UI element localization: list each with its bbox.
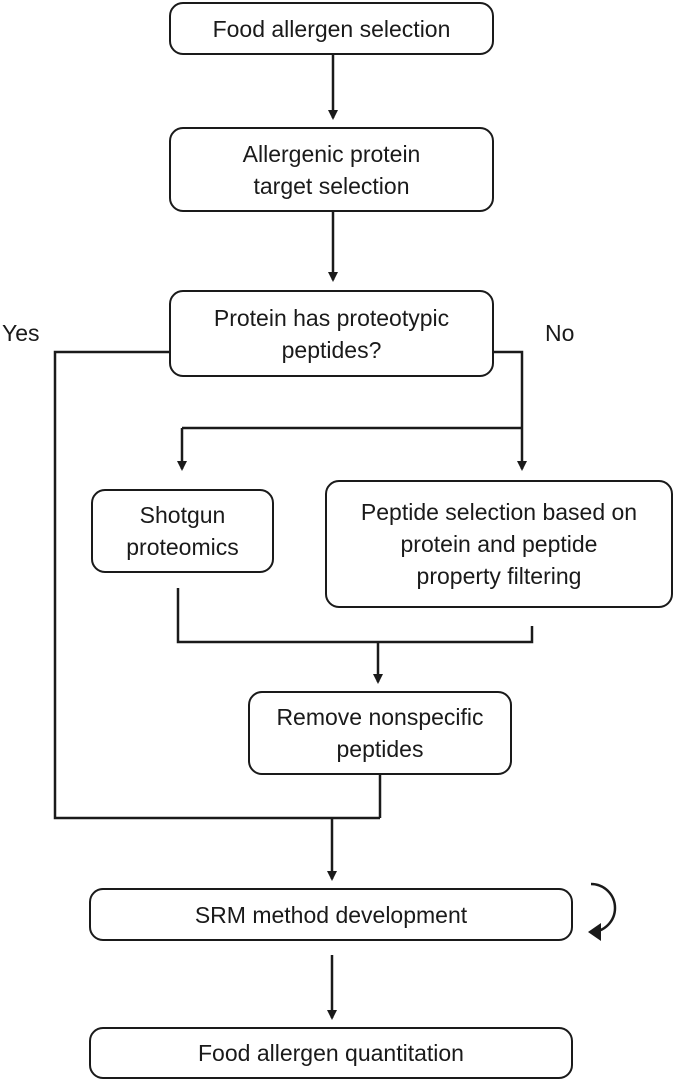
food-allergen-quantitation-box: Food allergen quantitation [89, 1027, 573, 1079]
shotgun-proteomics-box: Shotgun proteomics [91, 489, 274, 573]
iteration-loop-arrowhead [588, 923, 601, 941]
proteotypic-peptides-decision-box: Protein has proteotypic peptides? [169, 290, 494, 377]
no-branch-line [494, 350, 524, 428]
iteration-loop-arrow [590, 882, 617, 934]
srm-method-development-box: SRM method development [89, 888, 573, 941]
remove-nonspecific-peptides-box: Remove nonspecific peptides [248, 691, 512, 775]
no-label: No [545, 320, 575, 346]
yes-label: Yes [2, 320, 40, 346]
food-allergen-selection-box: Food allergen selection [169, 2, 494, 55]
yes-branch-line [53, 350, 380, 820]
merge-line [176, 588, 534, 644]
allergenic-protein-target-selection-box: Allergenic protein target selection [169, 127, 494, 212]
peptide-property-filtering-box: Peptide selection based on protein and p… [325, 480, 673, 608]
